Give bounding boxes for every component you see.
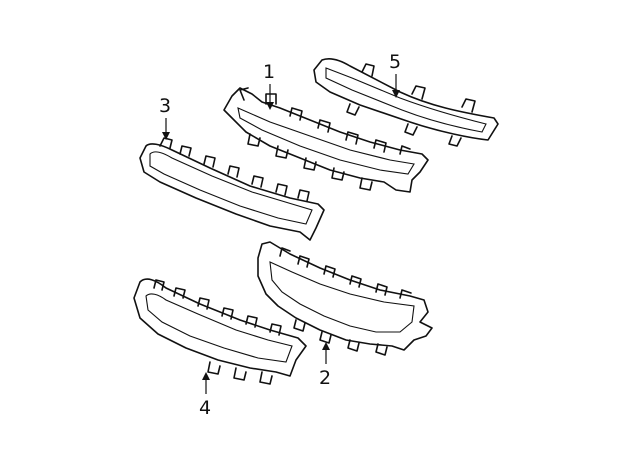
callout-2: 2	[319, 367, 331, 389]
part-4-lower-frame	[133, 278, 307, 385]
part-3-grille-frame	[139, 137, 325, 241]
callout-4: 4	[199, 397, 211, 419]
callout-3: 3	[159, 95, 171, 117]
leader-line-4	[202, 372, 210, 394]
leader-line-2	[322, 342, 330, 364]
part-2-lower-grille	[257, 241, 433, 356]
callout-1: 1	[263, 61, 275, 83]
leader-line-3	[162, 118, 170, 140]
leader-line-1	[266, 84, 274, 110]
callout-5: 5	[389, 51, 401, 73]
part-1-grille-bracket	[223, 87, 429, 193]
leader-line-5	[392, 74, 400, 98]
part-5-upper-molding	[313, 58, 499, 147]
